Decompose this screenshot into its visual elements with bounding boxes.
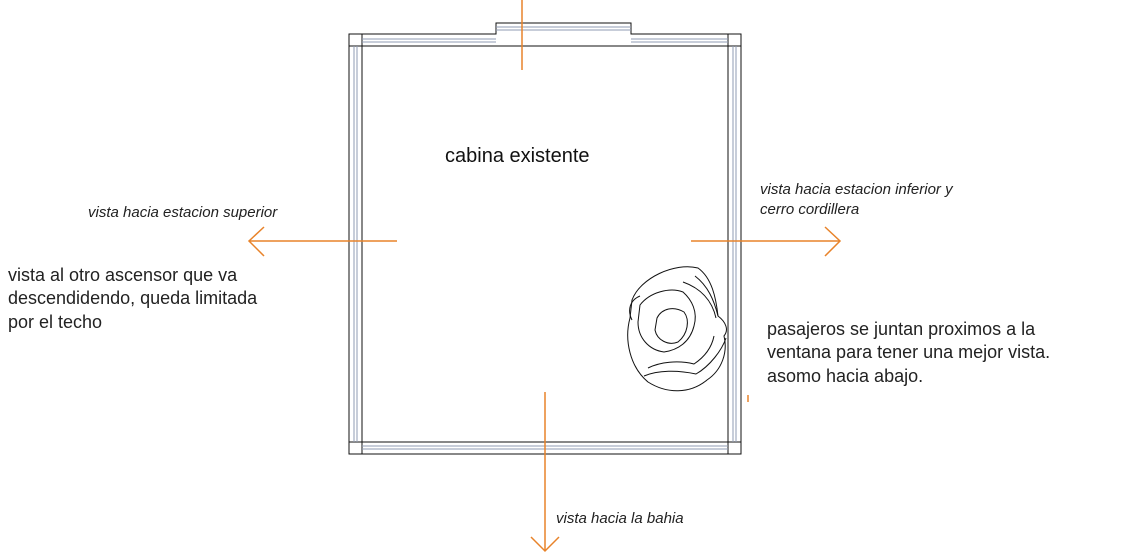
passengers-note-line-1: pasajeros se juntan proximos a la — [767, 319, 1036, 339]
view-arrows — [247, 0, 842, 553]
cabin-walls — [348, 22, 742, 455]
arrow-left-icon — [247, 226, 397, 257]
view-bay-label: vista hacia la bahia — [556, 510, 684, 527]
elevator-note: vista al otro ascensor que va descendide… — [8, 264, 257, 334]
elevator-note-line-1: vista al otro ascensor que va — [8, 265, 238, 285]
elevator-note-line-2: descendidendo, queda limitada — [8, 288, 258, 309]
view-lower-line-2: cerro cordillera — [760, 200, 860, 218]
elevator-note-line-3: por el techo — [8, 311, 103, 332]
passengers-note-line-3: asomo hacia abajo. — [767, 365, 924, 386]
cabin-label: cabina existente — [445, 145, 590, 167]
passenger-figure-icon — [627, 266, 727, 392]
view-lower-station-label: vista hacia estacion inferior y cerro co… — [760, 180, 953, 219]
view-lower-line-1: vista hacia estacion inferior y — [760, 181, 953, 198]
arrow-down-icon — [530, 392, 560, 553]
arrow-right-icon — [691, 226, 842, 257]
view-upper-station-label: vista hacia estacion superior — [88, 204, 278, 221]
passengers-note-line-2: ventana para tener una mejor vista. — [767, 342, 1051, 363]
cabin-windows — [353, 26, 737, 450]
passengers-note: pasajeros se juntan proximos a la ventan… — [767, 318, 1050, 388]
